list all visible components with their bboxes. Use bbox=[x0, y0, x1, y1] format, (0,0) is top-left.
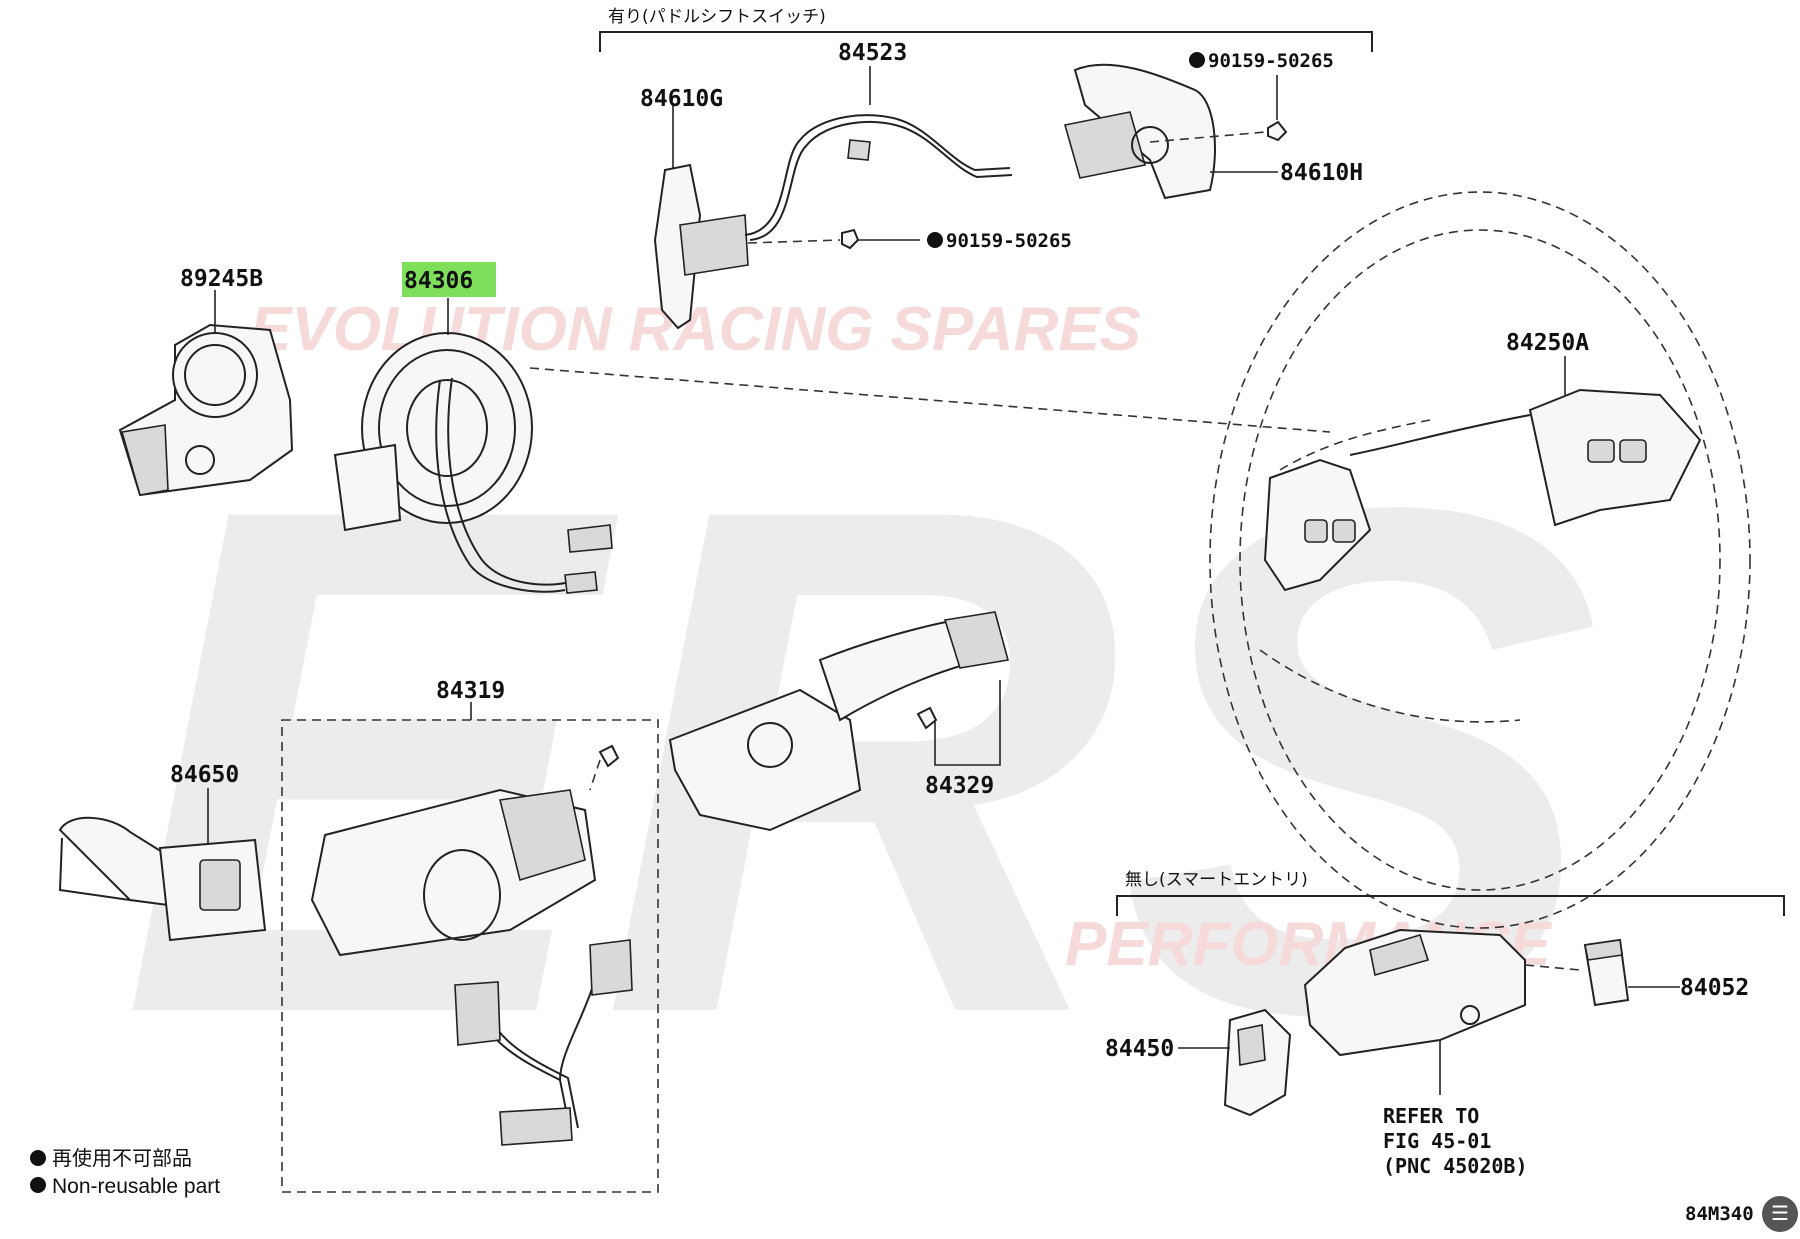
legend-bullet-icon bbox=[30, 1177, 46, 1193]
label-84650: 84650 bbox=[170, 762, 239, 788]
legend-en: Non-reusable part bbox=[52, 1175, 220, 1198]
lever-84650[interactable]: 84650 bbox=[58, 762, 267, 942]
steering-wheel-84250A[interactable]: 84250A bbox=[1209, 191, 1751, 929]
bracket-paddle-shift-label: 有り(パドルシフトスイッチ) bbox=[608, 7, 826, 27]
switch-84052[interactable]: 84052 bbox=[1583, 938, 1749, 1007]
label-84610H: 84610H bbox=[1280, 160, 1363, 186]
label-90159-upper: 90159-50265 bbox=[1208, 50, 1334, 72]
legend-bullet-icon bbox=[30, 1150, 46, 1166]
highlight-84306 bbox=[402, 262, 496, 297]
figure-code: 84M340 bbox=[1685, 1203, 1754, 1225]
label-89245B: 89245B bbox=[180, 266, 263, 292]
label-90159-lower: 90159-50265 bbox=[946, 230, 1072, 252]
label-84319: 84319 bbox=[436, 678, 505, 704]
refer-note: REFER TO FIG 45-01 (PNC 45020B) bbox=[1383, 1104, 1528, 1178]
label-84329: 84329 bbox=[925, 773, 994, 799]
screw-upper[interactable]: 90159-50265 bbox=[1149, 50, 1334, 143]
spiral-cable-84306[interactable]: 84306 bbox=[333, 262, 1331, 594]
label-84610G: 84610G bbox=[640, 86, 723, 112]
bracket-no-smart-entry-label: 無し(スマートエントリ) bbox=[1125, 870, 1308, 890]
label-84306: 84306 bbox=[404, 268, 473, 294]
screw-lower[interactable]: 90159-50265 bbox=[747, 228, 1072, 252]
legend: 再使用不可部品 Non-reusable part bbox=[30, 1146, 220, 1198]
bracket-no-smart-entry: 無し(スマートエントリ) bbox=[1116, 870, 1785, 916]
steering-lock-body[interactable] bbox=[1303, 928, 1581, 1095]
label-84052: 84052 bbox=[1680, 975, 1749, 1001]
legend-jp: 再使用不可部品 bbox=[52, 1146, 192, 1170]
bracket-paddle-shift: 有り(パドルシフトスイッチ) bbox=[599, 7, 1373, 52]
paddle-right-84610H[interactable]: 84610H bbox=[1063, 63, 1363, 200]
refer-line-1: REFER TO bbox=[1383, 1104, 1479, 1128]
wiper-switch-84329[interactable]: 84329 bbox=[668, 611, 1010, 832]
paddle-left-84610G[interactable]: 84610G bbox=[640, 86, 749, 330]
label-84523: 84523 bbox=[838, 40, 907, 66]
menu-icon[interactable]: ☰ bbox=[1762, 1196, 1798, 1232]
label-84250A: 84250A bbox=[1506, 330, 1589, 356]
non-reusable-bullet-icon bbox=[927, 232, 943, 248]
sensor-89245B[interactable]: 89245B bbox=[118, 266, 294, 497]
non-reusable-bullet-icon bbox=[1189, 52, 1205, 68]
switch-assembly-84319[interactable]: 84319 bbox=[281, 678, 659, 1193]
refer-line-3: (PNC 45020B) bbox=[1383, 1154, 1528, 1178]
watermark-top-text: EVOLUTION RACING SPARES bbox=[250, 295, 1141, 364]
switch-84450[interactable]: 84450 bbox=[1105, 1008, 1292, 1117]
refer-line-2: FIG 45-01 bbox=[1383, 1129, 1491, 1153]
harness-84523[interactable]: 84523 bbox=[744, 40, 1013, 241]
label-84450: 84450 bbox=[1105, 1036, 1174, 1062]
